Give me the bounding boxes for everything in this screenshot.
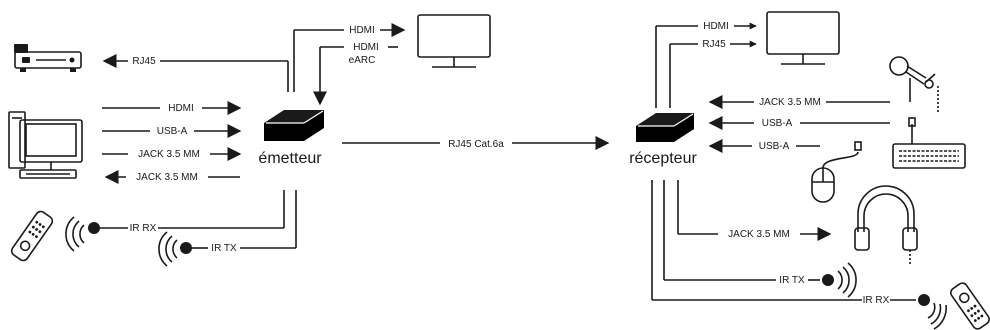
receiver-label: récepteur bbox=[629, 150, 697, 167]
main-link-label: RJ45 Cat.6a bbox=[448, 139, 504, 150]
rx-usb-keyboard-label: USB-A bbox=[762, 118, 793, 129]
hdmi-out-label: HDMI bbox=[349, 25, 375, 36]
ir-receiver-icon bbox=[65, 216, 100, 252]
main-link-label-bg bbox=[440, 137, 512, 149]
remote-control-icon bbox=[950, 282, 990, 330]
monitor-icon bbox=[417, 14, 491, 68]
headphones-icon bbox=[854, 185, 918, 264]
receiver-box-icon bbox=[636, 113, 694, 142]
rx-usb-keyboard-label-bg bbox=[754, 117, 800, 129]
ir-tx-label: IR TX bbox=[211, 243, 237, 254]
rx-jack-headphones-label: JACK 3.5 MM bbox=[728, 229, 790, 240]
rj45-label: RJ45 bbox=[132, 56, 156, 67]
remote-control-icon bbox=[10, 210, 54, 262]
hdmi-in-label: HDMI bbox=[168, 103, 194, 114]
ir-receiver-icon bbox=[918, 294, 947, 330]
transmitter-box-icon bbox=[264, 110, 324, 141]
ir-rx-connection bbox=[100, 190, 285, 229]
rx-ir-tx-connection bbox=[663, 180, 820, 281]
router-icon bbox=[14, 44, 82, 72]
usb-in-label: USB-A bbox=[157, 126, 188, 137]
computer-icon bbox=[8, 111, 83, 179]
transmitter-label: émetteur bbox=[258, 150, 322, 167]
rx-rj45-connection bbox=[669, 40, 757, 108]
rx-usb-mouse-label: USB-A bbox=[759, 141, 790, 152]
ir-tx-connection bbox=[192, 190, 297, 249]
jack-in-label: JACK 3.5 MM bbox=[138, 149, 200, 160]
rx-jack-mic-label-bg bbox=[754, 96, 826, 108]
mouse-icon bbox=[811, 141, 862, 203]
ir-emitter-icon bbox=[822, 262, 857, 298]
hdmi-earc-connection bbox=[313, 46, 398, 106]
keyboard-icon bbox=[892, 117, 966, 169]
rx-jack-mic-label: JACK 3.5 MM bbox=[759, 97, 821, 108]
rj45-connection bbox=[102, 54, 289, 92]
jack-out-label-bg bbox=[126, 171, 208, 183]
ir-emitter-icon bbox=[158, 231, 192, 267]
hdmi-earc-label-2: eARC bbox=[349, 55, 376, 66]
ir-rx-label: IR RX bbox=[130, 223, 157, 234]
rx-usb-mouse-label-bg bbox=[752, 140, 796, 152]
hdmi-out-connection bbox=[293, 23, 406, 92]
usb-in-label-bg bbox=[150, 125, 194, 137]
rx-hdmi-label: HDMI bbox=[703, 21, 729, 32]
hdmi-earc-label-1: HDMI bbox=[353, 42, 379, 53]
rx-hdmi-connection bbox=[655, 22, 757, 108]
jack-in-label-bg bbox=[128, 148, 210, 160]
rx-jack-headphones-connection bbox=[677, 180, 832, 241]
rx-jack-headphones-label-bg bbox=[718, 228, 800, 240]
hdmi-in-label-bg bbox=[160, 102, 202, 114]
jack-out-label: JACK 3.5 MM bbox=[136, 172, 198, 183]
rx-ir-rx-connection bbox=[651, 180, 916, 301]
rx-ir-rx-label: IR RX bbox=[863, 295, 890, 306]
monitor-icon bbox=[766, 11, 840, 65]
rx-rj45-label: RJ45 bbox=[702, 39, 726, 50]
microphone-icon bbox=[889, 56, 939, 112]
rx-ir-tx-label: IR TX bbox=[779, 275, 805, 286]
